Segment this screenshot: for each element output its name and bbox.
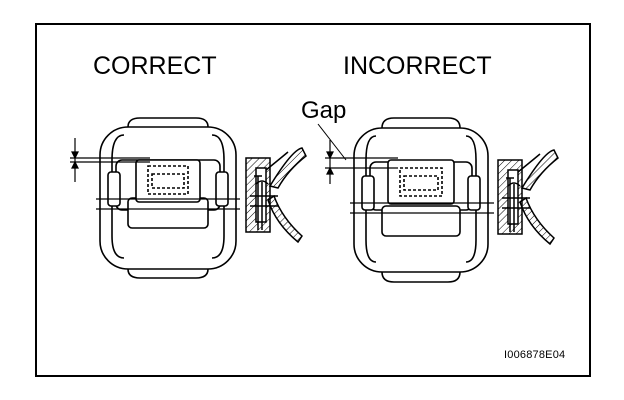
gap-dimension-marker [317,123,398,184]
correct-dimension-marker [70,138,150,182]
incorrect-connector [350,117,494,283]
incorrect-section-view [497,149,559,246]
correct-connector [96,117,240,279]
figure-frame [35,23,591,377]
incorrect-label: INCORRECT [343,52,492,80]
figure-code: I006878E04 [504,349,566,361]
correct-section-view [245,147,307,244]
gap-label: Gap [301,97,347,124]
correct-label: CORRECT [93,52,217,80]
